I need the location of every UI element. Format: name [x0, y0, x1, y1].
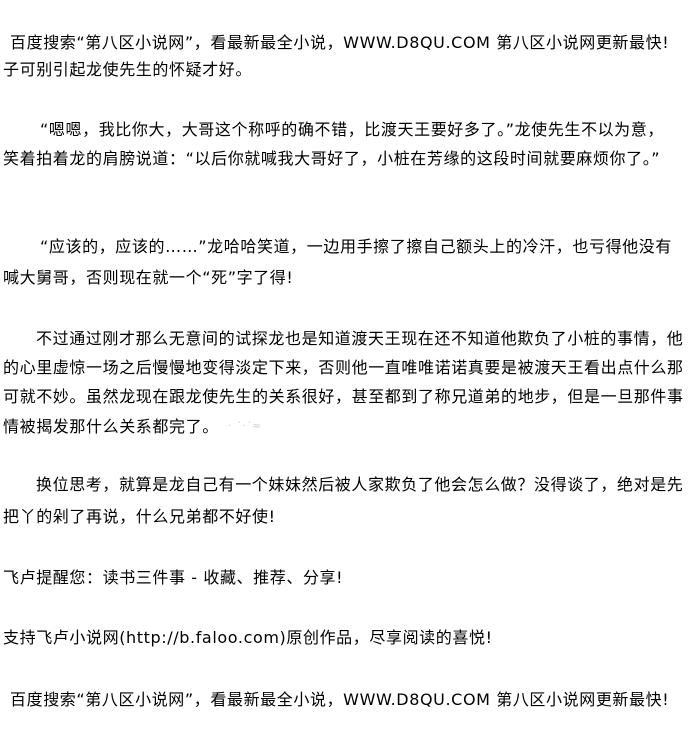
text-line: “嗯嗯，我比你大，大哥这个称呼的确不错，比渡天王要好多了。”龙使先生不以为意，: [40, 120, 664, 139]
text-line: 换位思考，就算是龙自己有一个妹妹然后被人家欺负了他会怎么做？没得谈了，绝对是先: [36, 475, 684, 494]
text-line: 不过通过刚才那么无意间的试探龙也是知道渡天王现在还不知道他欺负了小桩的事情，他: [36, 329, 684, 348]
header-banner: 百度搜索“第八区小说网”，看最新最全小说，WWW.D8QU.COM 第八区小说网…: [10, 33, 670, 52]
text-line: 情被揭发那什么关系都完了。: [3, 417, 219, 436]
watermark-smudge: · ˊ·ˊ≈: [228, 421, 262, 432]
support-line: 支持飞卢小说网(http://b.faloo.com)原创作品，尽享阅读的喜悦!: [3, 628, 493, 647]
text-line: “应该的，应该的……”龙哈哈笑道，一边用手擦了擦自己额头上的冷汗，也亏得他没有: [40, 237, 672, 256]
footer-banner: 百度搜索“第八区小说网”，看最新最全小说，WWW.D8QU.COM 第八区小说网…: [10, 690, 670, 709]
text-line: 子可别引起龙使先生的怀疑才好。: [3, 60, 253, 79]
reminder-line: 飞卢提醒您：读书三件事 - 收藏、推荐、分享!: [3, 568, 344, 587]
text-line: 的心里虚惊一场之后慢慢地变得淡定下来，否则他一直唯唯诺诺真要是被渡天王看出点什么…: [3, 358, 684, 377]
text-line: 笑着拍着龙的肩膀说道：“以后你就喊我大哥好了，小桩在芳缘的这段时间就要麻烦你了。…: [3, 149, 661, 168]
text-line: 可就不妙。虽然龙现在跟龙使先生的关系很好，甚至都到了称兄道弟的地步，但是一旦那件…: [3, 387, 684, 406]
text-line: 把丫的剁了再说，什么兄弟都不好使!: [3, 507, 276, 526]
text-line: 喊大舅哥，否则现在就一个“死”字了得!: [3, 268, 294, 287]
